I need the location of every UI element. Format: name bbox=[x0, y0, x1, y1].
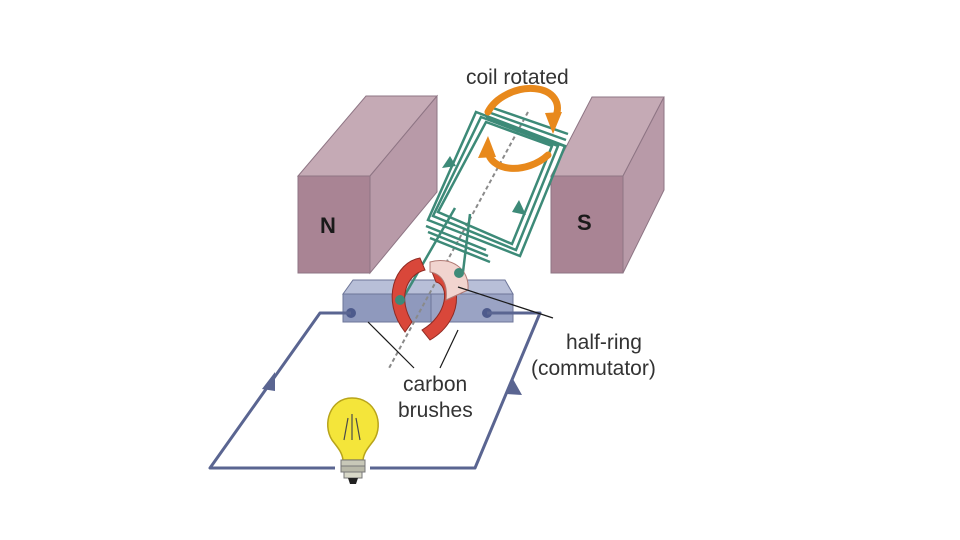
south-pole-label: S bbox=[577, 210, 592, 235]
commutator bbox=[391, 257, 469, 341]
north-pole-label: N bbox=[320, 213, 336, 238]
north-magnet: N bbox=[296, 94, 439, 275]
commutator-label: (commutator) bbox=[531, 357, 656, 380]
south-magnet: S bbox=[550, 96, 665, 274]
coil bbox=[400, 105, 569, 301]
half-ring-label: half-ring bbox=[566, 331, 642, 354]
light-bulb-icon bbox=[327, 397, 379, 484]
circuit-wire bbox=[208, 311, 542, 470]
current-arrow-icon bbox=[507, 379, 522, 395]
carbon-label: carbon bbox=[403, 373, 467, 396]
brush-base bbox=[342, 279, 514, 323]
brushes-label: brushes bbox=[398, 399, 473, 422]
leader-lines bbox=[367, 286, 554, 369]
coil-rotated-label: coil rotated bbox=[466, 66, 569, 89]
rotation-arrow-icon bbox=[478, 84, 562, 172]
current-arrow-icon bbox=[262, 372, 275, 391]
